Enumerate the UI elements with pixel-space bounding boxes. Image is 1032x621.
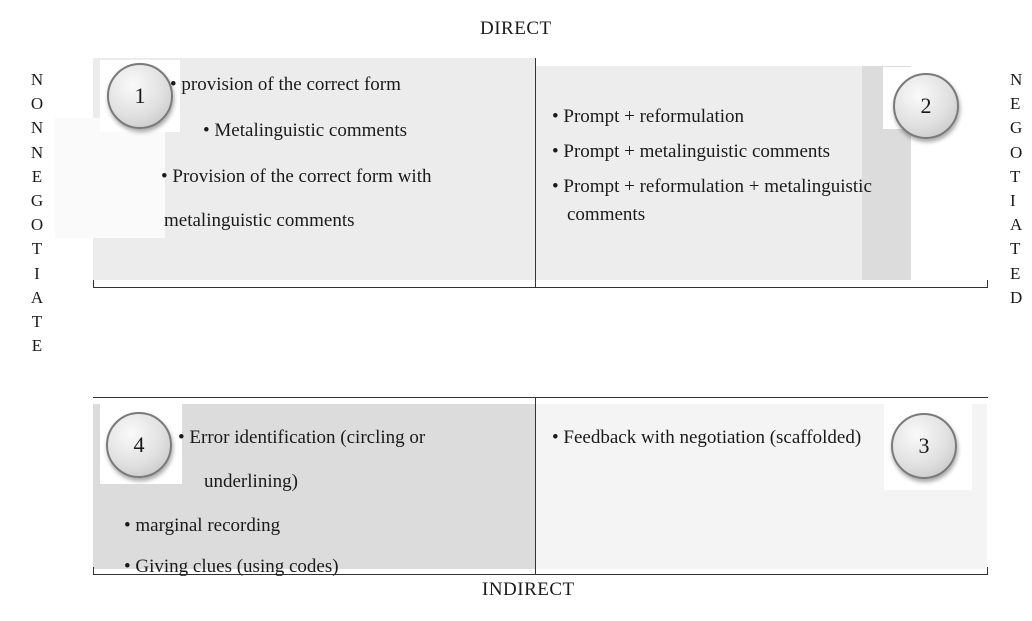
q4-item-1: • Error identification (circling or bbox=[178, 427, 426, 448]
q2-item-3-cont: comments bbox=[567, 204, 646, 225]
left-letter: O bbox=[30, 215, 44, 235]
right-letter: T bbox=[1010, 166, 1021, 186]
divider-top-vertical bbox=[535, 58, 536, 288]
q1-item-3-cont: metalinguistic comments bbox=[164, 210, 355, 231]
q4-item-3: • Giving clues (using codes) bbox=[124, 556, 339, 577]
right-letter: N bbox=[1010, 70, 1023, 89]
q2-item-2: • Prompt + metalinguistic comments bbox=[552, 141, 831, 162]
quadrant-2 bbox=[535, 66, 911, 280]
q2-item-1: • Prompt + reformulation bbox=[552, 106, 745, 127]
quadrant-4-number-badge: 4 bbox=[106, 412, 172, 478]
q4-item-2: • marginal recording bbox=[124, 515, 281, 536]
left-letter: N bbox=[30, 142, 44, 162]
left-letter: O bbox=[30, 94, 44, 114]
quadrant-1-number-badge: 1 bbox=[107, 63, 173, 129]
quadrant-3-number-badge: 3 bbox=[891, 413, 957, 479]
negotiated-vertical-label: N E G O T I A T E D bbox=[1010, 68, 1032, 310]
right-letter: G bbox=[1010, 118, 1023, 138]
divider-bottom-vertical bbox=[535, 397, 536, 575]
q1-item-3: • Provision of the correct form with bbox=[161, 166, 432, 187]
quadrant-2-number-badge: 2 bbox=[893, 73, 959, 139]
bottom-box-left-edge bbox=[93, 567, 94, 575]
left-letter: N bbox=[30, 118, 44, 138]
q1-item-1: • provision of the correct form bbox=[170, 74, 401, 95]
left-letter: T bbox=[31, 239, 43, 259]
left-letter: G bbox=[30, 191, 44, 211]
right-letter: I bbox=[1010, 191, 1016, 211]
top-box-right-tick bbox=[987, 280, 988, 288]
top-box-bottom-line bbox=[93, 287, 988, 288]
right-letter: O bbox=[1010, 142, 1023, 162]
left-letter: A bbox=[30, 287, 44, 307]
top-box-left-tick bbox=[93, 280, 94, 288]
bottom-box-top-line bbox=[93, 397, 988, 398]
right-letter: E bbox=[1010, 94, 1021, 114]
left-letter: E bbox=[31, 166, 43, 186]
nonnegotiate-vertical-label: N O N N E G O T I A T E bbox=[20, 68, 54, 456]
left-letter: E bbox=[31, 336, 43, 356]
q2-item-3: • Prompt + reformulation + metalinguisti… bbox=[552, 176, 872, 197]
right-letter: E bbox=[1010, 263, 1021, 283]
q1-item-2: • Metalinguistic comments bbox=[203, 120, 408, 141]
quadrant-1-highlight bbox=[55, 118, 165, 238]
q4-item-1-cont: underlining) bbox=[204, 471, 298, 492]
right-letter: T bbox=[1010, 239, 1021, 259]
right-letter: D bbox=[1010, 287, 1023, 307]
direct-label: DIRECT bbox=[480, 18, 552, 39]
right-letter: A bbox=[1010, 215, 1023, 235]
left-letter: N bbox=[30, 70, 44, 89]
indirect-label: INDIRECT bbox=[482, 579, 575, 600]
bottom-box-bottom-line bbox=[93, 574, 988, 575]
left-letter: T bbox=[31, 312, 43, 332]
q3-item-1: • Feedback with negotiation (scaffolded) bbox=[552, 427, 862, 448]
bottom-box-right-edge bbox=[987, 567, 988, 575]
left-letter: I bbox=[34, 263, 40, 283]
